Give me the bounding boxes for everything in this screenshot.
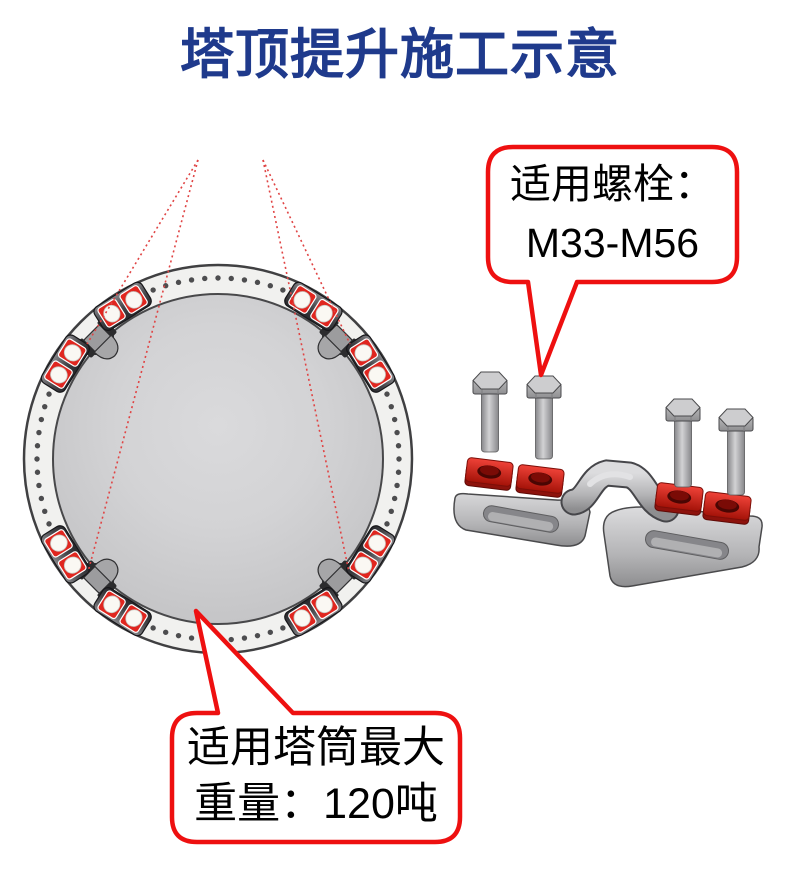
clamp-pad-icon bbox=[346, 525, 396, 584]
bolt-icon bbox=[472, 371, 508, 453]
lifting-lug-icon bbox=[93, 334, 119, 360]
bolt-head-icon bbox=[125, 609, 143, 627]
bolts-group bbox=[472, 371, 754, 496]
callout-bolts-bubble bbox=[485, 144, 740, 378]
clamp-pad-icon bbox=[346, 334, 396, 393]
washer-icon bbox=[702, 491, 752, 525]
callout-bolts-line2: M33-M56 bbox=[525, 220, 700, 266]
clamp-assembly-icon bbox=[40, 281, 152, 393]
clamp-pad-icon bbox=[40, 334, 90, 393]
slot-left-icon bbox=[482, 505, 560, 533]
clamp-pad-icon bbox=[284, 587, 343, 637]
clamp-assemblies bbox=[40, 281, 396, 637]
bolt-head-icon bbox=[63, 556, 82, 574]
lifting-lug-icon bbox=[317, 558, 343, 584]
lifting-lug-icon bbox=[317, 334, 343, 360]
bolt-head-icon bbox=[50, 366, 68, 384]
bolt-head-icon bbox=[63, 344, 82, 362]
bolt-head-icon bbox=[354, 556, 373, 574]
washer-icon bbox=[515, 464, 565, 498]
lifting-cables bbox=[86, 159, 351, 573]
flange-diagram bbox=[22, 159, 414, 655]
tower-shell-circle bbox=[52, 293, 384, 625]
bolt-head-icon bbox=[354, 344, 373, 362]
bolt-hole-dots bbox=[34, 275, 402, 643]
clamp-assembly-icon bbox=[40, 525, 152, 637]
bolt-head-icon bbox=[368, 366, 386, 384]
bolt-head-icon bbox=[293, 609, 311, 627]
washer-icon bbox=[654, 482, 704, 516]
bolt-icon bbox=[526, 375, 562, 460]
lifting-lug-icon bbox=[93, 558, 119, 584]
clamp-pad-icon bbox=[93, 281, 152, 331]
slot-right-icon bbox=[645, 530, 729, 560]
clamp-3d-illustration bbox=[453, 371, 763, 588]
bolt-head-icon bbox=[125, 291, 143, 309]
bolt-icon bbox=[665, 398, 701, 488]
clamp-pad-icon bbox=[93, 587, 152, 637]
bolt-head-icon bbox=[293, 291, 311, 309]
bolt-head-icon bbox=[103, 595, 121, 614]
bolt-head-icon bbox=[103, 304, 121, 323]
bolt-icon bbox=[718, 408, 754, 496]
callout-weight-text: 适用塔筒最大 重量：120吨 bbox=[172, 716, 460, 838]
clamp-assembly-icon bbox=[284, 525, 396, 637]
page-title: 塔顶提升施工示意 bbox=[180, 25, 620, 85]
bolt-head-icon bbox=[368, 534, 386, 552]
bolt-head-icon bbox=[50, 534, 68, 552]
callout-weight-bubble bbox=[169, 608, 463, 845]
bolt-head-icon bbox=[315, 304, 333, 323]
callout-weight-line2: 重量：120吨 bbox=[194, 780, 438, 828]
washer-icon bbox=[464, 457, 514, 491]
clamp-pad-icon bbox=[284, 281, 343, 331]
clamp-assembly-icon bbox=[284, 281, 396, 393]
callout-bolts-text: 适用螺栓： M33-M56 bbox=[488, 150, 737, 278]
callout-bubbles bbox=[169, 144, 740, 845]
clamp-pad-icon bbox=[40, 525, 90, 584]
bolt-head-icon bbox=[315, 595, 333, 614]
callout-weight-line1: 适用塔筒最大 bbox=[187, 724, 445, 773]
bridge-icon bbox=[560, 459, 680, 523]
cable-line bbox=[87, 159, 199, 573]
callout-bolts-line1: 适用螺栓： bbox=[510, 160, 715, 207]
